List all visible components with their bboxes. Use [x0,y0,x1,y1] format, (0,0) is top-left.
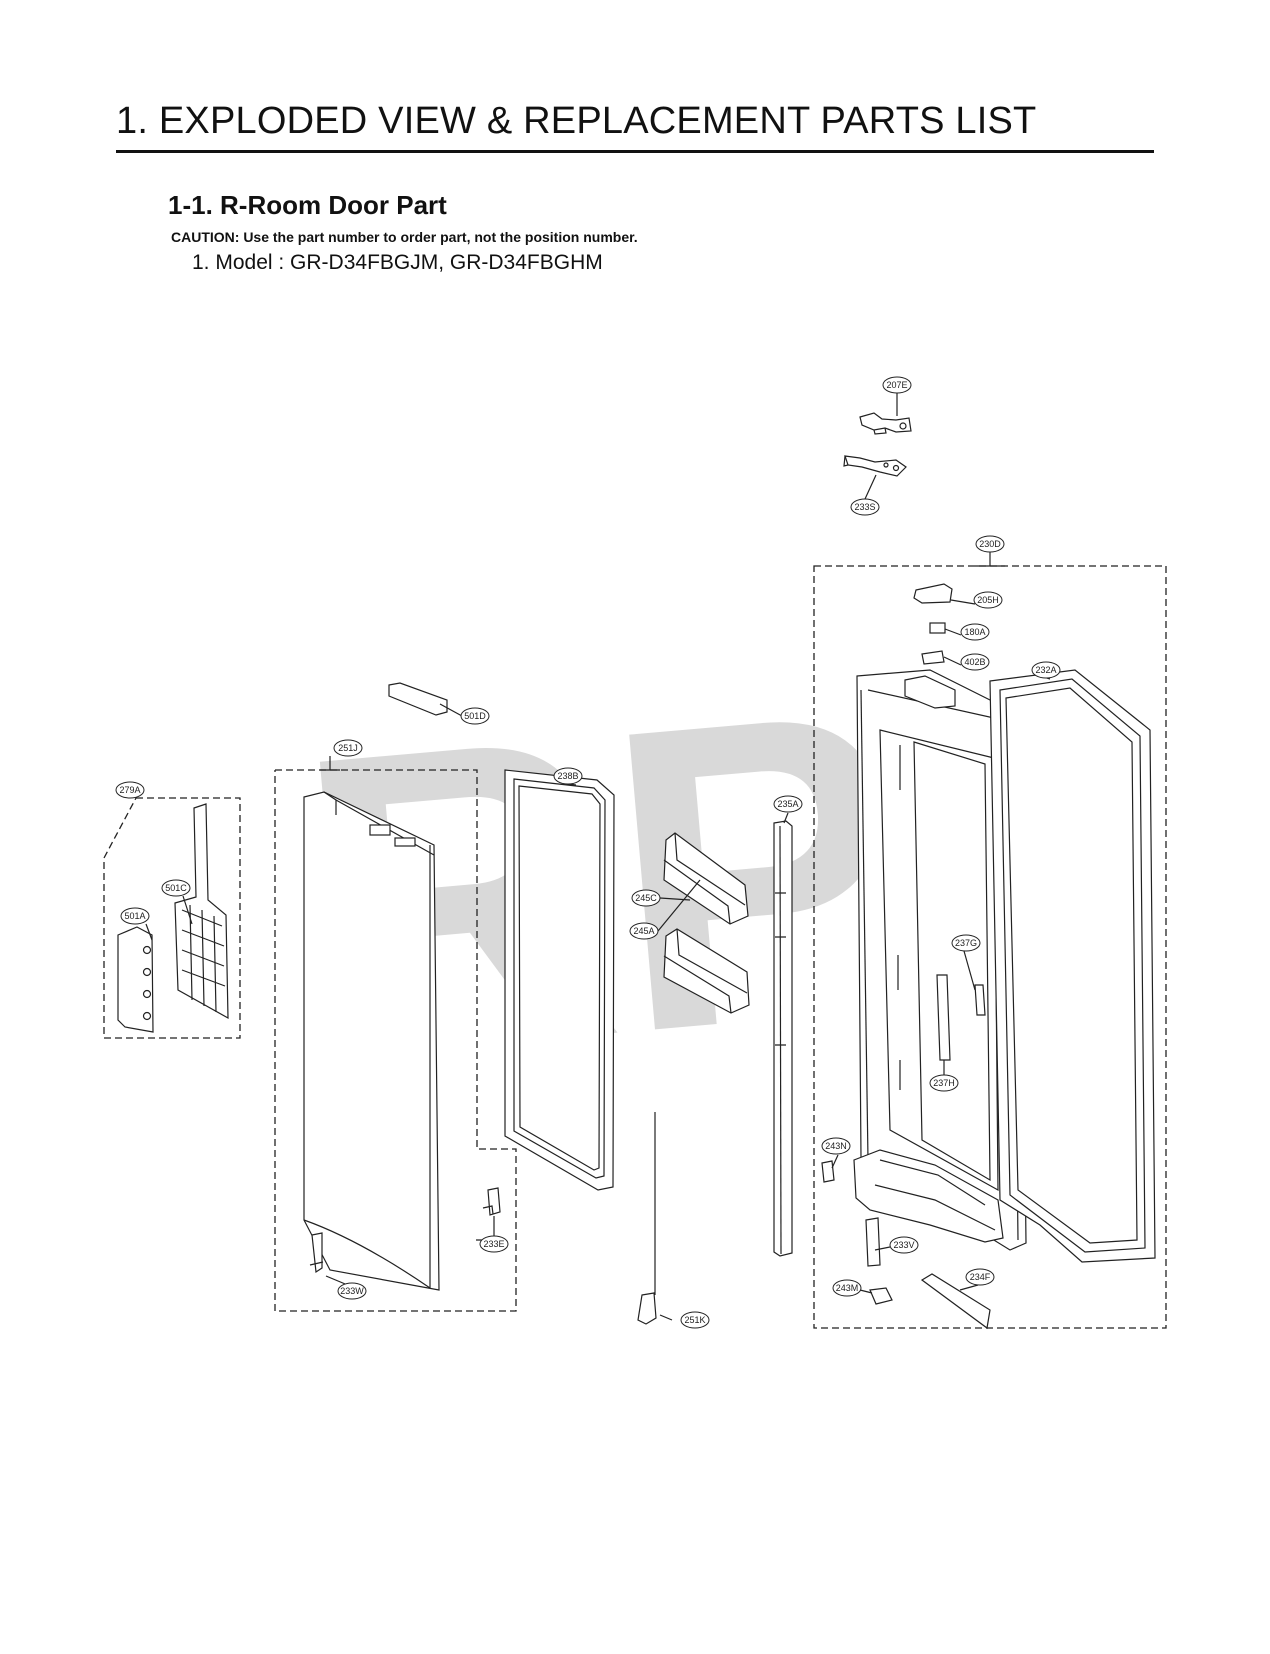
svg-text:243M: 243M [836,1283,859,1293]
label-237H: 237H [929,1074,959,1092]
part-235A-mullion [773,820,793,1257]
svg-text:238B: 238B [557,771,578,781]
svg-text:251K: 251K [684,1315,705,1325]
label-402B: 402B [960,653,990,671]
svg-text:251J: 251J [338,743,358,753]
svg-text:233E: 233E [483,1239,504,1249]
svg-text:237G: 237G [955,938,977,948]
part-233W-hinge [309,1232,324,1274]
label-233S: 233S [850,498,880,516]
label-233W: 233W [337,1282,367,1300]
label-237G: 237G [951,934,981,952]
part-labels: 207E 233S 230D 205H 180A 402B 232A 501D … [115,376,1061,1329]
svg-text:233S: 233S [854,502,875,512]
svg-text:234F: 234F [970,1272,991,1282]
label-230D: 230D [975,535,1005,553]
svg-text:501C: 501C [165,883,187,893]
svg-text:245C: 245C [635,893,657,903]
part-233V-bracket [865,1217,881,1267]
svg-text:235A: 235A [777,799,798,809]
model-line: 1. Model : GR-D34FBGJM, GR-D34FBGHM [192,251,603,274]
part-233S-hinge [843,455,907,477]
svg-text:205H: 205H [977,595,999,605]
svg-text:402B: 402B [964,657,985,667]
part-402B-switch [921,650,945,665]
part-230D-door-frame [853,669,1031,1251]
part-232A-gasket [989,669,1156,1263]
svg-text:233W: 233W [340,1286,364,1296]
part-207E-hinge-cover [859,412,912,435]
part-243N-bracket [821,1160,835,1183]
page-title: 1. EXPLODED VIEW & REPLACEMENT PARTS LIS… [116,100,1037,142]
label-232A: 232A [1031,661,1061,679]
label-501D: 501D [460,707,490,725]
part-234F-strip [920,1273,991,1330]
caution-note: CAUTION: Use the part number to order pa… [171,229,638,245]
part-180A [929,622,946,634]
svg-text:232A: 232A [1035,665,1056,675]
part-238B-gasket [504,769,615,1191]
part-251K-hinge [637,1112,657,1325]
title-rule [116,150,1154,153]
label-245C: 245C [631,889,661,907]
label-234F: 234F [965,1268,995,1286]
label-243M: 243M [832,1279,862,1297]
label-251K: 251K [680,1311,710,1329]
label-233E: 233E [479,1235,509,1253]
svg-text:207E: 207E [886,380,907,390]
label-205H: 205H [973,591,1003,609]
part-245A-basket [663,928,750,1014]
part-243M-bracket [869,1287,893,1305]
svg-text:237H: 237H [933,1078,955,1088]
section-title: 1-1. R-Room Door Part [168,190,447,220]
part-501C-frame [174,803,229,1020]
svg-text:279A: 279A [119,785,140,795]
part-251J-door-panel [303,791,440,1291]
label-251J: 251J [333,739,363,757]
svg-text:245A: 245A [633,926,654,936]
part-205H-cap [913,583,953,604]
label-501C: 501C [161,879,191,897]
part-233E-hinge [482,1187,501,1216]
part-501D-cap [388,682,448,716]
label-243N: 243N [821,1137,851,1155]
svg-text:501D: 501D [464,711,486,721]
part-501A-panel [117,926,154,1033]
svg-text:230D: 230D [979,539,1001,549]
svg-text:233V: 233V [893,1240,914,1250]
svg-text:180A: 180A [964,627,985,637]
label-235A: 235A [773,795,803,813]
label-279A: 279A [115,781,145,799]
label-180A: 180A [960,623,990,641]
svg-text:501A: 501A [124,911,145,921]
svg-text:243N: 243N [825,1141,847,1151]
label-238B: 238B [553,767,583,785]
label-245A: 245A [629,922,659,940]
part-245C-basket [663,832,749,925]
label-207E: 207E [882,376,912,394]
label-501A: 501A [120,907,150,925]
label-233V: 233V [889,1236,919,1254]
